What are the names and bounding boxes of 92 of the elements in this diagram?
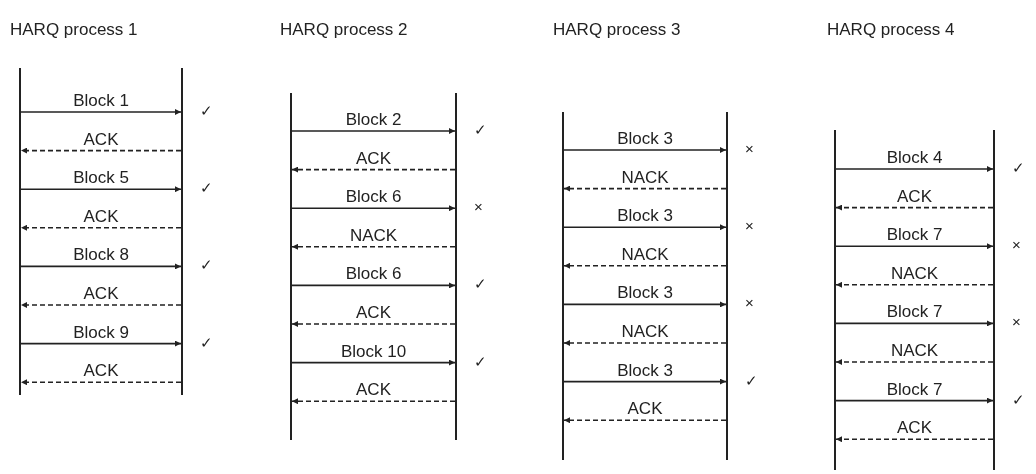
arrow xyxy=(20,302,182,308)
status-mark: ✓ xyxy=(200,179,213,198)
status-mark: ✓ xyxy=(474,352,487,371)
status-mark: ✓ xyxy=(474,121,487,139)
edge-label: ACK xyxy=(627,399,663,420)
lifeline xyxy=(834,130,836,470)
arrow xyxy=(20,147,182,154)
status-mark: × xyxy=(745,140,754,157)
edge-label: NACK xyxy=(349,225,398,246)
edge-label: ACK xyxy=(83,206,119,227)
lifeline xyxy=(290,93,292,440)
edge-label: Block 6 xyxy=(345,187,402,208)
status-mark: ✓ xyxy=(1012,390,1025,409)
arrow xyxy=(563,301,727,308)
arrow xyxy=(835,397,994,404)
arrow xyxy=(291,282,456,289)
edge-label: Block 3 xyxy=(617,283,673,304)
lifeline xyxy=(19,68,21,395)
edge-label: Block 3 xyxy=(617,206,673,227)
edge-label: ACK xyxy=(83,361,119,382)
edge-label: NACK xyxy=(621,322,669,342)
arrow xyxy=(835,281,994,288)
arrow xyxy=(835,436,994,443)
arrow xyxy=(291,321,456,327)
arrow xyxy=(563,185,727,192)
edge-label: Block 7 xyxy=(886,379,943,400)
arrow xyxy=(291,205,456,212)
edge-label: NACK xyxy=(621,167,669,188)
arrow xyxy=(20,224,182,231)
edge-label: Block 1 xyxy=(73,91,129,111)
lifeline xyxy=(181,68,183,395)
edge-label: ACK xyxy=(356,380,391,401)
arrow xyxy=(835,204,994,211)
arrow xyxy=(563,340,727,346)
arrow xyxy=(20,263,182,270)
arrow xyxy=(563,417,727,424)
arrow xyxy=(835,359,994,365)
edge-label: ACK xyxy=(356,303,391,323)
arrow xyxy=(291,243,456,250)
arrow xyxy=(291,398,456,405)
edge-label: ACK xyxy=(356,148,391,169)
edge-label: Block 10 xyxy=(340,341,407,362)
arrow xyxy=(20,109,182,115)
edge-label: ACK xyxy=(83,284,119,304)
status-mark: ✓ xyxy=(200,256,213,275)
lifeline xyxy=(993,130,995,470)
arrow xyxy=(291,128,456,134)
edge-label: Block 5 xyxy=(73,168,129,189)
edge-label: Block 4 xyxy=(886,148,943,168)
arrow xyxy=(563,378,727,385)
process-heading: HARQ process 3 xyxy=(553,20,681,40)
lifeline xyxy=(726,112,728,460)
arrow xyxy=(835,243,994,250)
lifeline xyxy=(562,112,564,460)
edge-label: Block 8 xyxy=(73,245,129,266)
edge-label: Block 7 xyxy=(886,302,943,323)
process-heading: HARQ process 1 xyxy=(10,20,138,40)
arrow xyxy=(20,186,182,193)
arrow xyxy=(563,147,727,153)
arrow xyxy=(20,340,182,347)
status-mark: × xyxy=(474,198,483,216)
arrow xyxy=(291,166,456,173)
status-mark: × xyxy=(1012,313,1021,331)
status-mark: ✓ xyxy=(200,102,213,120)
edge-label: NACK xyxy=(890,263,939,284)
arrow xyxy=(291,359,456,366)
process-heading: HARQ process 4 xyxy=(827,20,955,40)
edge-label: Block 9 xyxy=(73,322,129,343)
edge-label: ACK xyxy=(897,186,932,207)
arrow xyxy=(835,320,994,327)
edge-label: NACK xyxy=(621,244,669,265)
status-mark: × xyxy=(745,294,754,312)
status-mark: ✓ xyxy=(200,333,213,352)
status-mark: ✓ xyxy=(1012,159,1025,177)
edge-label: Block 3 xyxy=(617,129,673,149)
edge-label: NACK xyxy=(890,341,939,361)
arrow xyxy=(563,262,727,269)
arrow xyxy=(835,166,994,172)
edge-label: Block 3 xyxy=(617,360,673,381)
edge-label: Block 7 xyxy=(886,225,943,246)
process-heading: HARQ process 2 xyxy=(280,20,408,40)
arrow xyxy=(563,224,727,231)
status-mark: ✓ xyxy=(474,275,487,294)
arrow xyxy=(20,379,182,386)
status-mark: × xyxy=(1012,236,1021,254)
edge-label: Block 6 xyxy=(345,264,402,285)
edge-label: Block 2 xyxy=(345,110,402,130)
lifeline xyxy=(455,93,457,440)
edge-label: ACK xyxy=(897,418,932,439)
edge-label: ACK xyxy=(83,129,119,150)
status-mark: ✓ xyxy=(745,371,758,390)
status-mark: × xyxy=(745,217,754,235)
